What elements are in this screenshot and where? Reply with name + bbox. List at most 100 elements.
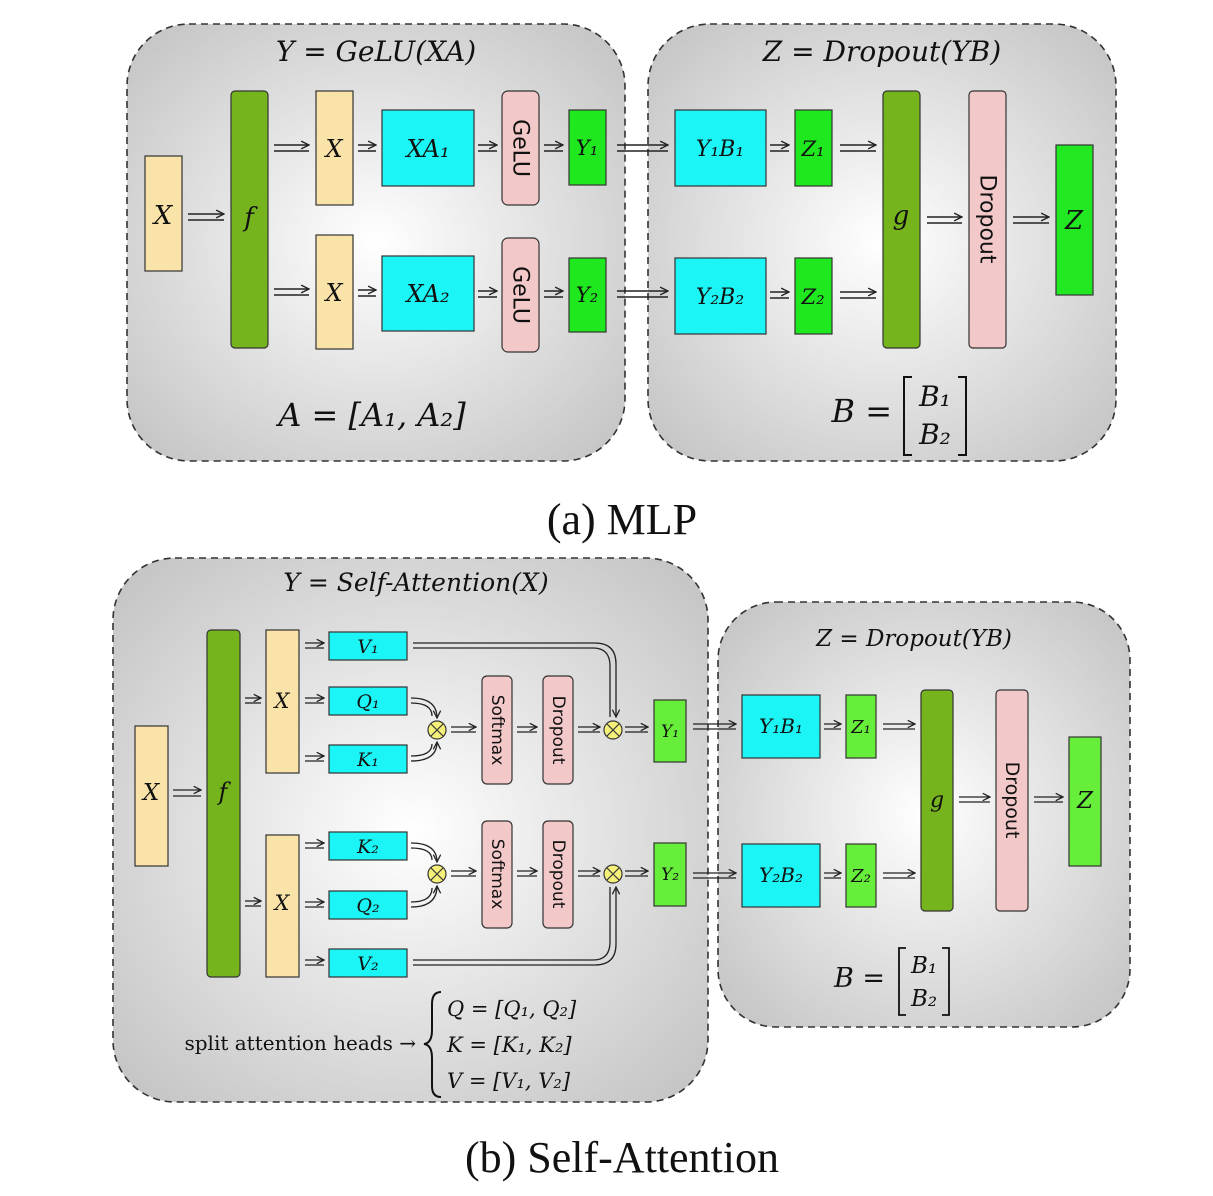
attn-softmax1-label: Softmax — [487, 695, 507, 766]
arrow-attn-k2-mult — [410, 842, 437, 862]
arrow-attn-q1-mult-b — [410, 702, 433, 717]
attn-b-bracket-left — [898, 947, 906, 1016]
attn-dropout1-box — [542, 675, 574, 785]
attn-b-definition-bottom: B₂ — [910, 986, 937, 1012]
attn-y1-box — [653, 699, 687, 763]
mlp-z1-label: Z₁ — [800, 137, 824, 161]
arrow-attn-v1-mult-b — [413, 647, 611, 717]
arrow-attn-k1-mult-b — [410, 743, 433, 757]
attn-b-bracket-right — [942, 947, 950, 1016]
mlp-x2-label: X — [323, 279, 343, 307]
attn-multiply-1 — [427, 720, 447, 740]
mlp-a-definition: A = [A₁, A₂] — [275, 396, 466, 434]
attn-input-box — [134, 725, 169, 867]
attn-k1-label: K₁ — [356, 749, 379, 771]
mlp-gelu2-box — [501, 237, 540, 353]
mlp-g-label: g — [893, 201, 910, 231]
mlp-yb2-label: Y₂B₂ — [696, 285, 744, 310]
mlp-b-definition-top: B₁ — [918, 380, 951, 413]
attn-z2-label: Z₂ — [850, 866, 871, 887]
attn-k2-label: K₂ — [356, 836, 379, 858]
attn-k1-box — [328, 744, 408, 774]
attn-right-equation: Z = Dropout(YB) — [815, 626, 1012, 652]
mlp-z-label: Z — [1064, 206, 1084, 236]
attn-arrows — [173, 642, 1063, 966]
attn-split-q: Q = [Q₁, Q₂] — [447, 997, 577, 1021]
mlp-arrows — [188, 145, 1049, 299]
mlp-x1-label: X — [323, 135, 343, 163]
attn-g-bar — [920, 689, 954, 912]
attn-dropout2-box — [542, 820, 574, 929]
attn-z-label: Z — [1076, 788, 1094, 814]
mlp-yb1-box — [674, 109, 767, 187]
attn-x1-label: X — [273, 689, 291, 713]
attn-q1-label: Q₁ — [356, 691, 379, 713]
attn-split-label: split attention heads → — [184, 1031, 416, 1055]
mlp-y1-box — [568, 109, 607, 186]
attn-z2-box — [845, 843, 877, 908]
attn-k2-box — [328, 831, 408, 861]
mlp-z-box — [1055, 144, 1094, 296]
attn-x2-label: X — [273, 891, 291, 915]
arrow-attn-v1-mult — [413, 642, 616, 717]
mlp-yb1-label: Y₁B₁ — [696, 137, 744, 162]
attn-x1-box — [265, 629, 300, 774]
attn-caption: (b) Self-Attention — [465, 1133, 779, 1182]
attn-split-v: V = [V₁, V₂] — [447, 1069, 571, 1093]
mlp-f-bar — [230, 90, 269, 349]
attn-q2-box — [328, 890, 408, 920]
mlp-xa2-box — [381, 255, 475, 332]
attn-multiply-2 — [427, 864, 447, 884]
mlp-gelu2-label: GeLU — [508, 266, 533, 324]
mlp-right-equation: Z = Dropout(YB) — [762, 35, 1001, 68]
attn-v1-box — [328, 631, 408, 661]
attn-dropout-bar — [995, 689, 1029, 912]
arrow-attn-q2-mult — [410, 886, 437, 908]
attn-input-label: X — [141, 780, 161, 806]
mlp-y2-label: Y₂ — [576, 283, 598, 307]
mlp-x1-box — [315, 90, 354, 206]
arrow-attn-k2-mult-b — [410, 847, 433, 861]
mlp-z2-box — [794, 257, 833, 335]
attn-yb1-label: Y₁B₁ — [759, 714, 803, 738]
attn-z-box — [1068, 736, 1102, 867]
attn-q2-label: Q₂ — [356, 895, 379, 917]
attn-yb2-box — [741, 843, 821, 908]
attn-left-equation: Y = Self-Attention(X) — [283, 568, 548, 597]
mlp-section: Y = GeLU(XA) Z = Dropout(YB) X f X X XA₁… — [126, 23, 1117, 544]
mlp-xa1-label: XA₁ — [404, 135, 449, 163]
mlp-caption: (a) MLP — [547, 495, 697, 544]
attn-yb1-box — [741, 694, 821, 759]
mlp-b-bracket-left — [903, 376, 912, 456]
mlp-y1-label: Y₁ — [576, 136, 598, 160]
attn-y2-box — [653, 842, 687, 907]
attn-softmax2-label: Softmax — [487, 839, 507, 910]
attn-g-label: g — [930, 788, 944, 813]
attn-z1-box — [845, 694, 877, 759]
mlp-b-definition-bottom: B₂ — [918, 418, 951, 451]
attn-dropout2-label: Dropout — [548, 840, 568, 909]
attn-softmax2-box — [481, 820, 513, 929]
attn-b-definition-top: B₁ — [910, 953, 937, 979]
attn-y2-label: Y₂ — [661, 865, 679, 885]
attn-v2-box — [328, 948, 408, 978]
attn-b-definition-lhs: B = — [833, 963, 885, 994]
attn-f-bar — [206, 629, 241, 978]
mlp-x2-box — [315, 234, 354, 350]
mlp-g-bar — [882, 90, 921, 349]
attn-multiply-4 — [603, 864, 623, 884]
attn-z1-label: Z₁ — [850, 717, 871, 738]
attention-section: Y = Self-Attention(X) Z = Dropout(YB) X … — [112, 557, 1131, 1182]
mlp-gelu1-box — [501, 90, 540, 206]
attn-split-k: K = [K₁, K₂] — [446, 1033, 572, 1057]
mlp-z1-box — [794, 109, 833, 187]
attn-y1-label: Y₁ — [661, 722, 679, 742]
attn-x2-box — [265, 834, 300, 978]
mlp-left-equation: Y = GeLU(XA) — [276, 35, 476, 68]
mlp-y2-box — [568, 257, 607, 333]
mlp-xa2-label: XA₂ — [404, 280, 449, 308]
mlp-gelu1-label: GeLU — [508, 119, 533, 177]
attn-dropout-label: Dropout — [1001, 762, 1023, 839]
mlp-input-label: X — [152, 201, 174, 231]
